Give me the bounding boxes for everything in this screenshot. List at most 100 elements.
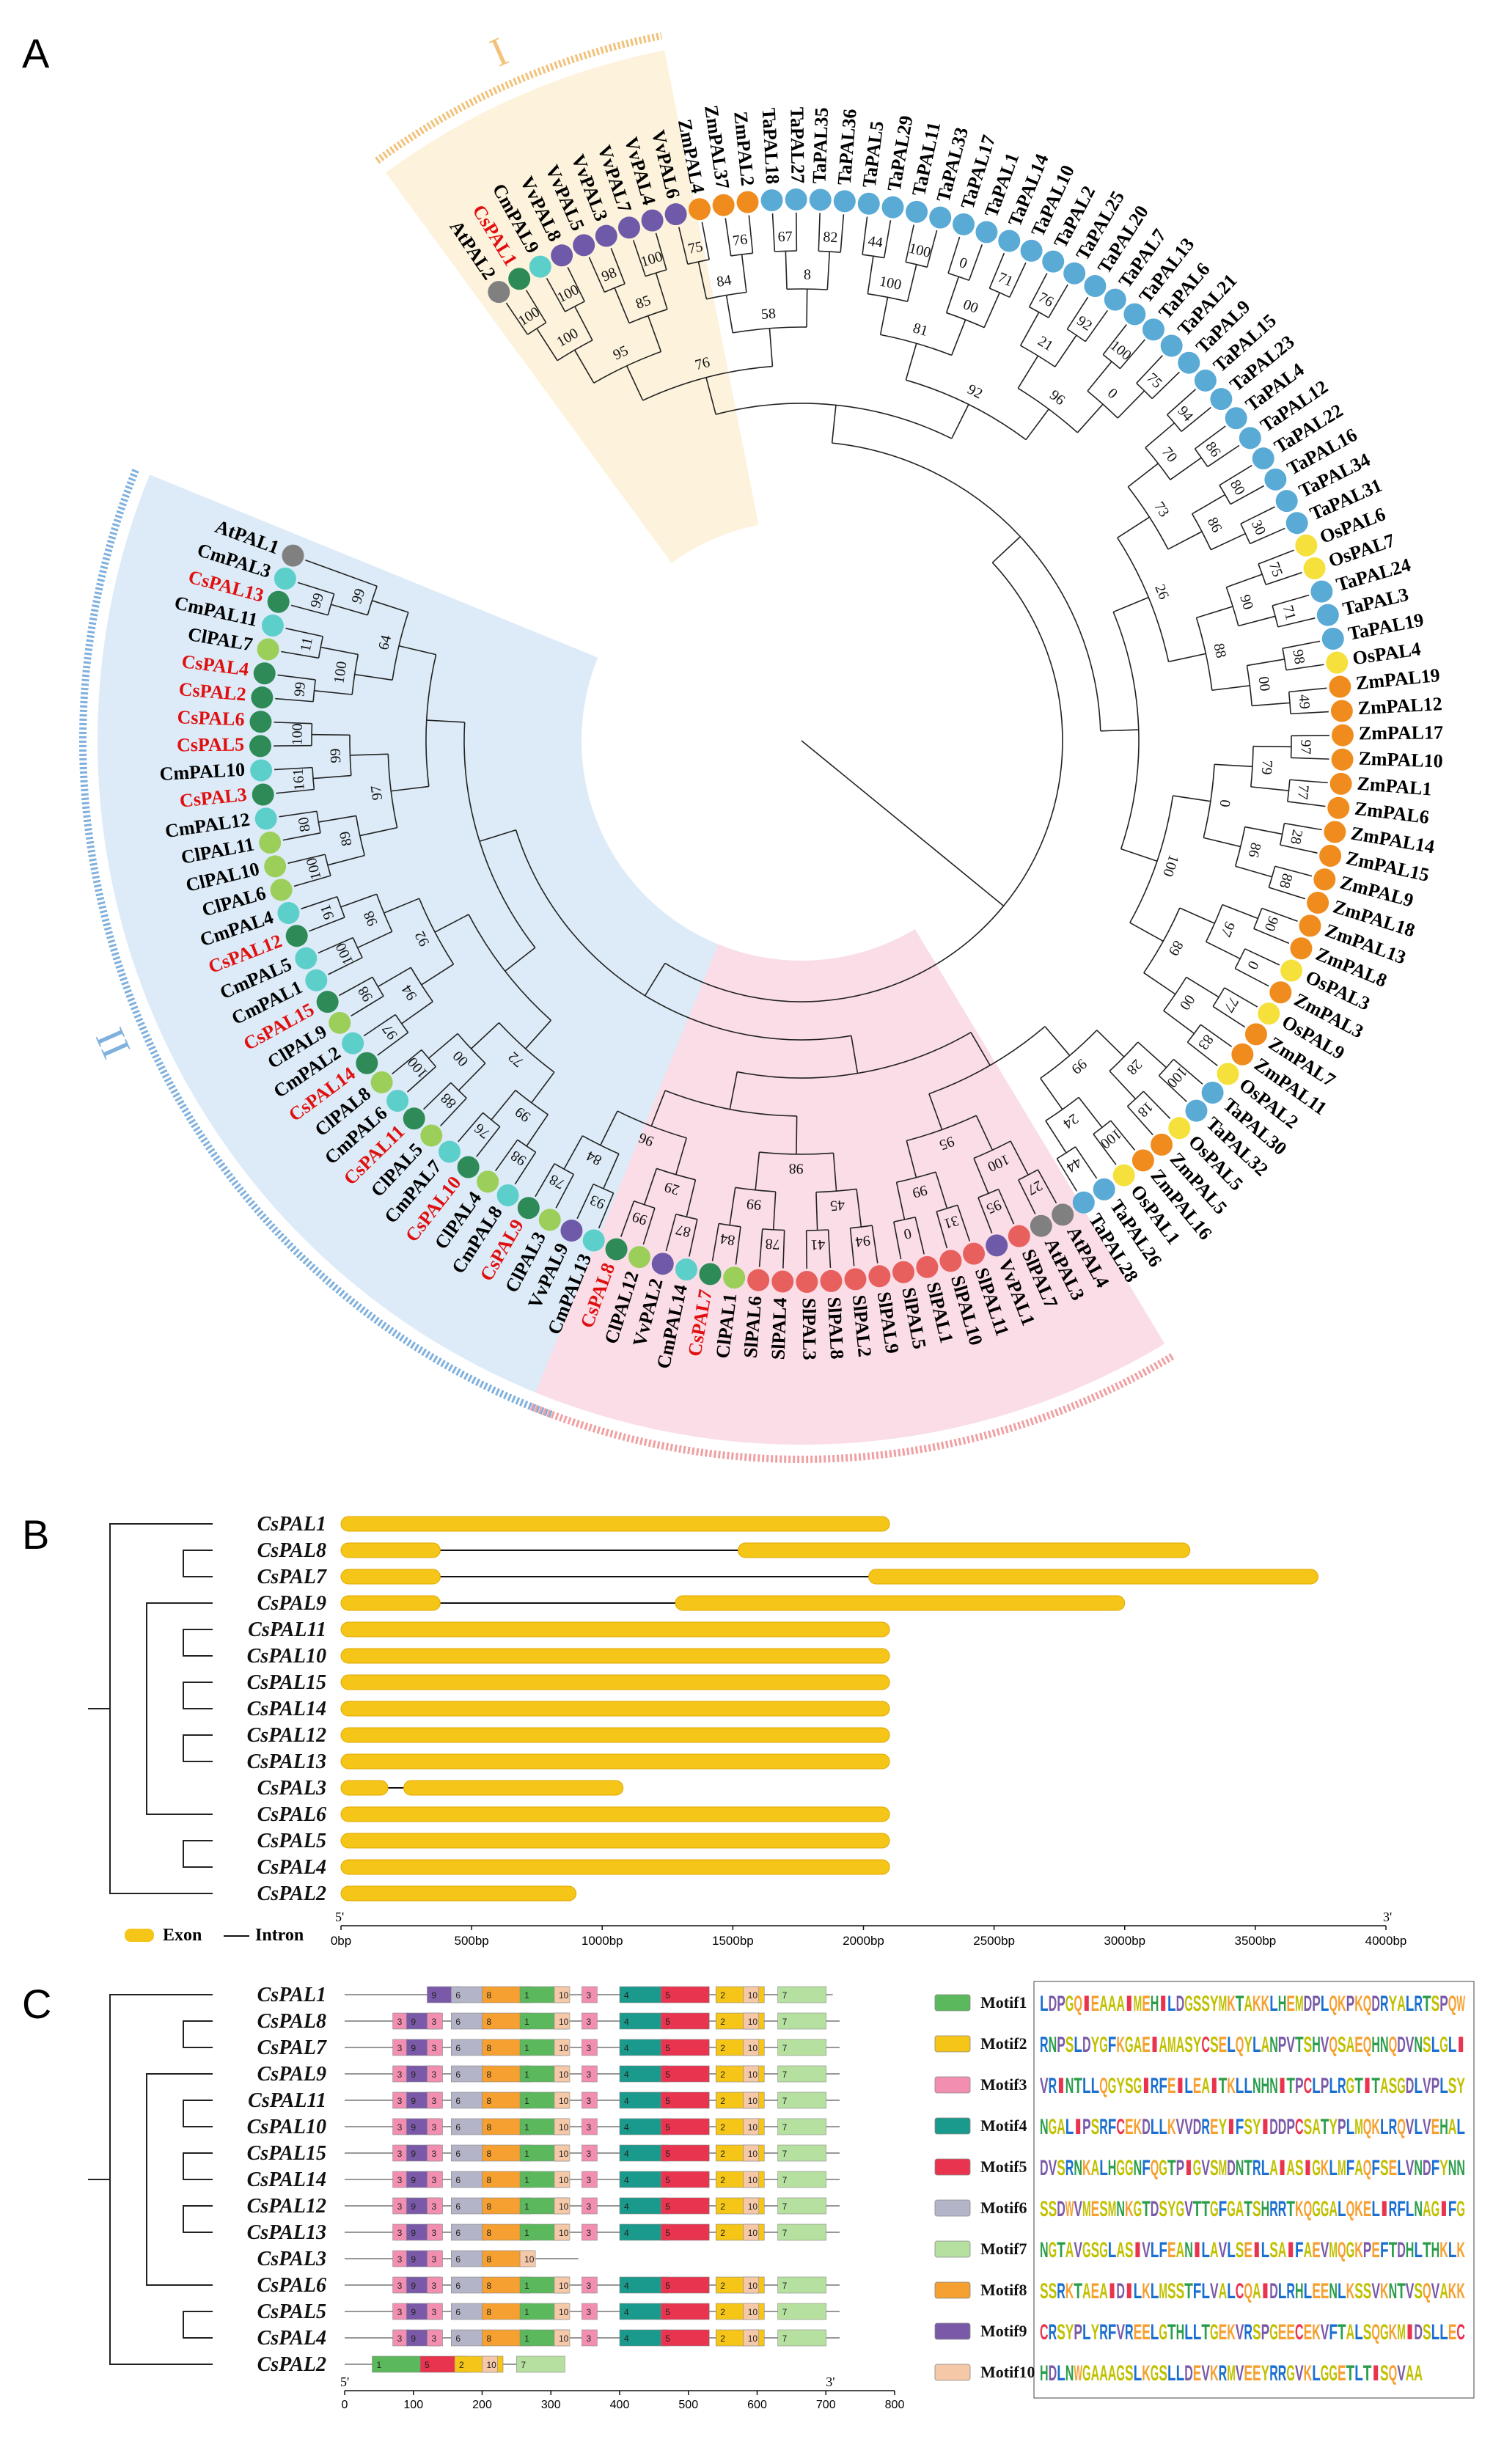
logo-letter: D	[1423, 2156, 1431, 2180]
legend-motif-label: Motif4	[980, 2116, 1027, 2135]
logo-letter: V	[1049, 2156, 1057, 2180]
tree-branch	[305, 559, 342, 574]
bootstrap-value: 98	[1289, 648, 1307, 665]
bootstrap-value: 100	[289, 723, 305, 745]
motif-number: 1	[524, 1990, 529, 2001]
logo-letter: F	[1108, 2320, 1117, 2344]
logo-letter: E	[1091, 2279, 1100, 2303]
motif-number: 5	[665, 2333, 670, 2344]
tree-branch	[1167, 389, 1196, 416]
motif-block	[777, 2065, 826, 2083]
logo-letter: I	[1142, 2074, 1151, 2098]
tree-branch	[771, 213, 776, 252]
motif-number: 5	[665, 2175, 670, 2185]
logo-letter: Y	[1252, 2115, 1261, 2139]
logo-letter: L	[1167, 1992, 1176, 2016]
gene-label: CsPAL5	[257, 1830, 326, 1852]
motif-number: 10	[748, 2175, 758, 2185]
logo-letter: F	[1329, 2320, 1338, 2344]
leaf-marker	[329, 1011, 351, 1034]
logo-letter: R	[1201, 2115, 1210, 2139]
logo-letter: A	[1439, 2279, 1448, 2303]
tree-branch	[905, 343, 917, 381]
motif-block	[427, 2223, 443, 2241]
tree-branch	[1234, 948, 1246, 969]
tree-branch	[1285, 664, 1324, 671]
motif-number: 10	[559, 2017, 569, 2027]
tree-branch	[935, 1171, 948, 1209]
tree-branch	[1018, 1179, 1036, 1214]
tree-branch	[1244, 948, 1280, 966]
logo-letter: T	[1346, 2361, 1355, 2386]
tree-branch	[675, 1213, 698, 1220]
tree-branch	[632, 240, 647, 277]
tree-branch	[426, 719, 465, 723]
tree-branch	[1206, 941, 1241, 960]
tree-branch	[440, 1097, 467, 1126]
tree-branch	[1288, 692, 1291, 714]
logo-letter: A	[1099, 2279, 1108, 2303]
tree-branch	[1126, 1106, 1153, 1135]
logo-letter: A	[1278, 2238, 1287, 2262]
leaf-marker	[1225, 407, 1247, 430]
tree-branch	[1145, 447, 1171, 480]
logo-letter: E	[1278, 2320, 1287, 2344]
motif-number: 6	[455, 2043, 461, 2053]
logo-letter: M	[1108, 2197, 1117, 2221]
logo-letter: L	[1431, 2320, 1440, 2344]
logo-letter: Y	[1210, 1992, 1219, 2016]
bootstrap-value: 11	[298, 636, 316, 653]
leaf-marker	[560, 1220, 583, 1242]
bootstrap-value: 97	[368, 785, 386, 802]
logo-letter: C	[1295, 2320, 1304, 2344]
tree-branch	[582, 1135, 620, 1155]
tree-branch	[905, 224, 914, 263]
tree-branch	[146, 2073, 213, 2286]
logo-letter: I	[1371, 2361, 1380, 2386]
logo-letter: R	[1151, 2074, 1159, 2098]
logo-letter: S	[1049, 2197, 1057, 2221]
logo-letter: N	[1252, 2074, 1261, 2098]
logo-letter: H	[1406, 2238, 1415, 2262]
leaf-label: SlPAL8	[823, 1297, 848, 1360]
bootstrap-value: 49	[1296, 694, 1313, 710]
logo-letter: A	[1269, 2156, 1278, 2180]
tree-branch	[1203, 837, 1241, 848]
logo-letter: I	[1125, 1992, 1134, 2016]
tree-branch	[425, 654, 437, 787]
motif-number: 9	[411, 2333, 416, 2344]
motif-number: 10	[559, 2043, 569, 2053]
motif-number: 3	[586, 2096, 591, 2106]
logo-letter: T	[1074, 2279, 1082, 2303]
motif-number: 3	[586, 2149, 591, 2159]
logo-letter: T	[1295, 2033, 1304, 2057]
motif-number: 9	[411, 2149, 416, 2159]
exon-block	[340, 1542, 441, 1558]
motif-number: 3	[586, 2122, 591, 2133]
logo-letter: D	[1227, 2156, 1236, 2180]
leaf-marker	[844, 1268, 867, 1291]
logo-letter: Q	[1074, 1992, 1082, 2016]
logo-letter: A	[1312, 2115, 1321, 2139]
leaf-marker	[251, 686, 274, 709]
logo-letter: I	[1456, 2033, 1465, 2057]
motif-number: 3	[397, 2307, 403, 2317]
tree-branch	[1195, 425, 1226, 450]
leaf-label: CmPAL10	[159, 759, 246, 785]
leaf-marker	[651, 1253, 674, 1275]
motif-number: 2	[720, 2149, 725, 2159]
motif-number: 1	[524, 2149, 529, 2159]
logo-letter: F	[1159, 2238, 1167, 2262]
logo-letter: V	[1219, 2238, 1228, 2262]
logo-letter: Q	[1329, 1992, 1338, 2016]
leaf-marker	[688, 198, 711, 221]
logo-letter: V	[1321, 2033, 1329, 2057]
bootstrap-value: 75	[686, 238, 704, 257]
bootstrap-value: 0	[1216, 799, 1233, 808]
tree-branch	[603, 1154, 620, 1189]
logo-letter: K	[1116, 2033, 1125, 2057]
tree-branch	[1291, 757, 1329, 760]
logo-letter: V	[1236, 2361, 1244, 2386]
tree-branch	[851, 1035, 859, 1074]
leaf-label: TaPAL5	[859, 120, 888, 188]
